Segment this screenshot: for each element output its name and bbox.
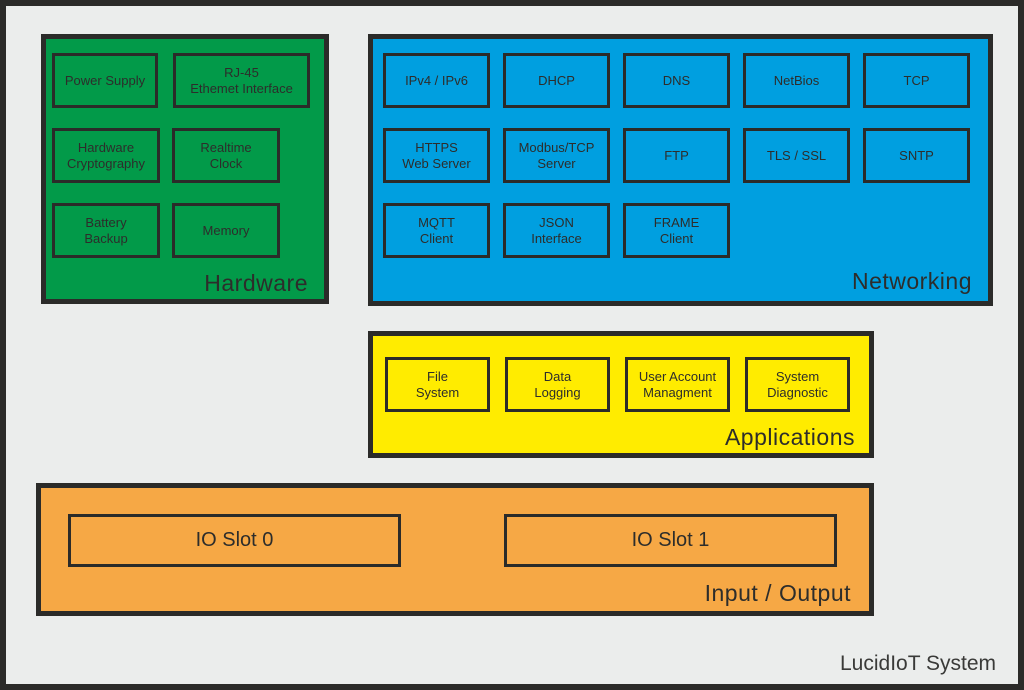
module-power-supply: Power Supply [52,53,158,108]
block-input-output: IO Slot 0 IO Slot 1 Input / Output [36,483,874,616]
module-memory: Memory [172,203,280,258]
module-user-account-mgmt: User Account Managment [625,357,730,412]
block-networking: IPv4 / IPv6 DHCP DNS NetBios TCP HTTPS W… [368,34,993,306]
module-system-diagnostic: System Diagnostic [745,357,850,412]
module-hardware-crypto: Hardware Cryptography [52,128,160,183]
module-modbus-tcp-server: Modbus/TCP Server [503,128,610,183]
module-battery-backup: Battery Backup [52,203,160,258]
module-rj45-ethernet: RJ-45 Ethemet Interface [173,53,310,108]
module-dns: DNS [623,53,730,108]
io-slot-0: IO Slot 0 [68,514,401,567]
networking-block-label: Networking [851,268,972,294]
module-file-system: File System [385,357,490,412]
module-data-logging: Data Logging [505,357,610,412]
module-dhcp: DHCP [503,53,610,108]
block-hardware: Power Supply RJ-45 Ethemet Interface Har… [41,34,329,304]
module-tls-ssl: TLS / SSL [743,128,850,183]
applications-block-label: Applications [724,424,855,450]
module-realtime-clock: Realtime Clock [172,128,280,183]
block-applications: File System Data Logging User Account Ma… [368,331,874,458]
module-ipv4-ipv6: IPv4 / IPv6 [383,53,490,108]
io-slot-1: IO Slot 1 [504,514,837,567]
module-json-interface: JSON Interface [503,203,610,258]
module-netbios: NetBios [743,53,850,108]
module-tcp: TCP [863,53,970,108]
module-https-web-server: HTTPS Web Server [383,128,490,183]
system-title: LucidIoT System [839,652,996,675]
io-block-label: Input / Output [704,580,851,606]
hardware-block-label: Hardware [204,270,308,296]
module-mqtt-client: MQTT Client [383,203,490,258]
module-ftp: FTP [623,128,730,183]
module-frame-client: FRAME Client [623,203,730,258]
module-sntp: SNTP [863,128,970,183]
